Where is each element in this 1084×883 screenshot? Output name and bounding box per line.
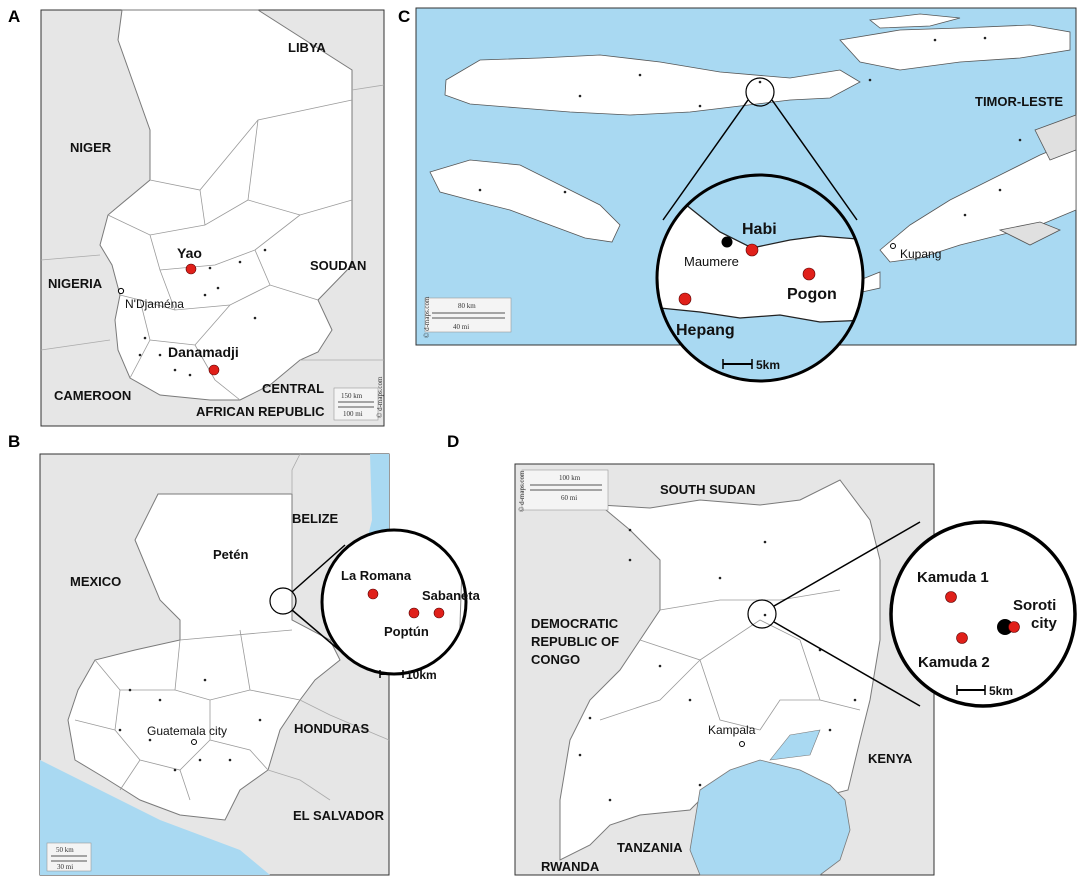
site-poptun-marker: [408, 607, 420, 619]
zoom-source-b: [269, 587, 297, 615]
svg-text:100 km: 100 km: [559, 474, 581, 482]
label-maumere: Maumere: [684, 254, 739, 269]
site-kamuda-1-marker: [945, 591, 957, 603]
zoom-scale-label-d: 5km: [989, 684, 1013, 698]
zoom-inset-d: [891, 522, 1075, 706]
label-cameroon: CAMEROON: [54, 388, 131, 403]
site-danamadji-marker: [208, 364, 220, 376]
island-sumba: [429, 159, 621, 243]
kampala-marker: [739, 741, 745, 747]
label-belize: BELIZE: [292, 511, 339, 526]
panel-a: A: [8, 7, 385, 427]
label-car: AFRICAN REPUBLIC: [196, 404, 325, 419]
zoom-source-c: [745, 77, 775, 107]
svg-text:© d-maps.com: © d-maps.com: [423, 296, 431, 338]
label-central: CENTRAL: [262, 381, 324, 396]
label-drc-3: CONGO: [531, 652, 580, 667]
svg-text:© d-maps.com: © d-maps.com: [518, 470, 526, 512]
label-kenya: KENYA: [868, 751, 913, 766]
site-kamuda-2-marker: [956, 632, 968, 644]
site-habi-marker: [745, 243, 759, 257]
site-hepang-marker: [678, 292, 692, 306]
label-peten: Petén: [213, 547, 248, 562]
label-south-sudan: SOUTH SUDAN: [660, 482, 755, 497]
label-soudan: SOUDAN: [310, 258, 366, 273]
label-kamuda-1: Kamuda 1: [917, 569, 989, 586]
scale-box-b: [46, 842, 92, 872]
zoom-circle-c: [655, 173, 865, 383]
label-ndjamena: N'Djaména: [125, 297, 184, 311]
panel-d-letter: D: [447, 432, 459, 451]
chad-territory: [99, 9, 353, 401]
scale-box-a: [333, 387, 379, 421]
zoom-circle-d: [889, 520, 1077, 708]
label-sabaneta: Sabaneta: [422, 588, 481, 603]
svg-text:30 mi: 30 mi: [57, 863, 73, 871]
label-la-romana: La Romana: [341, 568, 412, 583]
label-nigeria: NIGERIA: [48, 276, 103, 291]
island-flores: [444, 54, 861, 116]
soroti-city-marker: [997, 619, 1013, 635]
svg-text:100 mi: 100 mi: [343, 410, 363, 418]
chad-regions: [107, 99, 353, 401]
site-la-romana-marker: [367, 588, 379, 600]
label-timor-leste: TIMOR-LESTE: [975, 94, 1063, 109]
svg-text:40 mi: 40 mi: [453, 323, 469, 331]
label-soroti-city: city: [1031, 615, 1058, 632]
label-libya: LIBYA: [288, 40, 326, 55]
panel-a-letter: A: [8, 7, 20, 26]
island-timor: [879, 139, 1077, 263]
scale-box-c: [424, 297, 512, 333]
label-honduras: HONDURAS: [294, 721, 369, 736]
ndjamena-marker: [117, 287, 125, 295]
label-tanzania: TANZANIA: [617, 840, 683, 855]
zoom-scale-label-c: 5km: [756, 358, 780, 372]
svg-text:60 mi: 60 mi: [561, 494, 577, 502]
panel-d: D SOUTH SUDAN DEMOCRATIC REPUBLIC OF CON…: [447, 432, 1077, 876]
lake-victoria: [689, 759, 851, 876]
panel-c-letter: C: [398, 7, 410, 26]
svg-text:© d-maps.com: © d-maps.com: [376, 376, 384, 418]
site-pogon-marker: [802, 267, 816, 281]
kupang-marker: [890, 243, 896, 249]
panel-b-letter: B: [8, 432, 20, 451]
label-niger: NIGER: [70, 140, 112, 155]
label-danamadji: Danamadji: [168, 344, 239, 360]
guatemala-city-marker: [191, 739, 197, 745]
label-hepang: Hepang: [676, 322, 735, 339]
panel-c: C TIMOR-LESTE Kupang 80 km 40 mi © d-map…: [398, 7, 1077, 383]
zoom-scale-label-b: 10km: [406, 668, 437, 682]
zoom-inset-c: [657, 175, 863, 381]
panel-b: B BELIZE MEXICO: [8, 432, 481, 876]
zoom-source-d: [747, 599, 777, 629]
site-yao-marker: [185, 263, 197, 275]
label-kampala: Kampala: [708, 723, 756, 737]
site-soroti-marker: [1008, 621, 1020, 633]
label-kupang: Kupang: [900, 247, 941, 261]
label-pogon: Pogon: [787, 286, 837, 303]
label-mexico: MEXICO: [70, 574, 121, 589]
maumere-marker: [721, 236, 733, 248]
label-kamuda-2: Kamuda 2: [918, 654, 990, 671]
label-rwanda: RWANDA: [541, 859, 600, 874]
svg-text:150 km: 150 km: [341, 392, 363, 400]
label-habi: Habi: [742, 221, 777, 238]
label-drc-1: DEMOCRATIC: [531, 616, 619, 631]
label-poptun: Poptún: [384, 624, 429, 639]
label-yao: Yao: [177, 245, 202, 261]
zoom-inset-b: [322, 530, 466, 674]
label-soroti: Soroti: [1013, 597, 1056, 614]
site-sabaneta-marker: [433, 607, 445, 619]
svg-text:50 km: 50 km: [56, 846, 74, 854]
label-guatemala-city: Guatemala city: [147, 724, 227, 738]
label-el-salvador: EL SALVADOR: [293, 808, 385, 823]
label-drc-2: REPUBLIC OF: [531, 634, 619, 649]
guatemala-territory: [67, 493, 341, 821]
svg-text:80 km: 80 km: [458, 302, 476, 310]
